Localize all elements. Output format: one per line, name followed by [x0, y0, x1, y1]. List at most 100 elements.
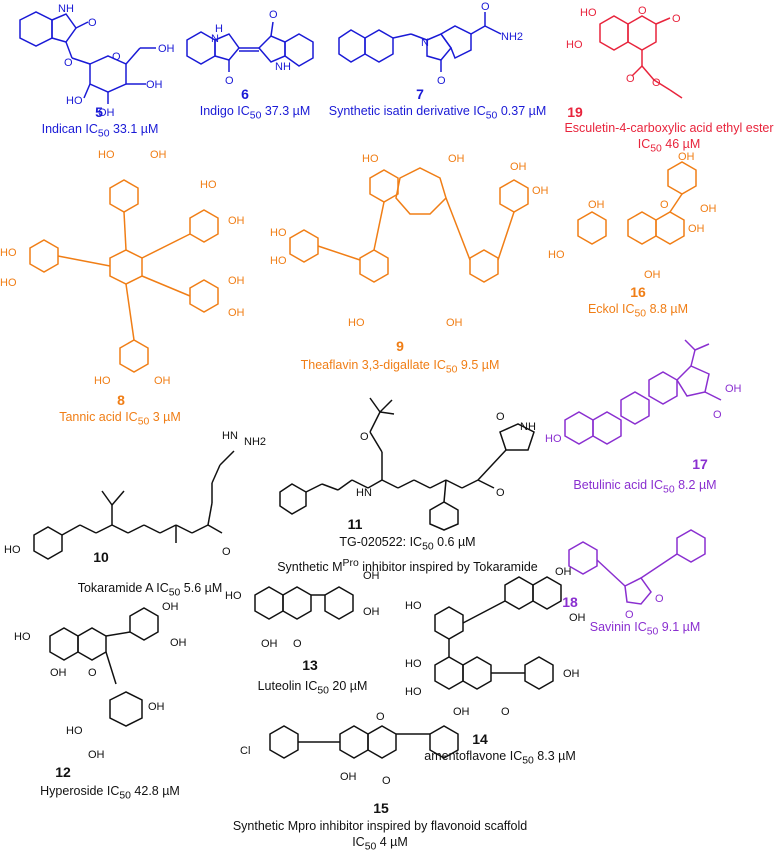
atom-label: HO — [270, 255, 287, 267]
atom-label: OH — [363, 606, 380, 618]
atom-label: HO — [362, 153, 379, 165]
atom-label: OH — [154, 375, 171, 387]
compound-label: Eckol IC50 8.8 µM — [587, 302, 689, 320]
compound-number: 13 — [302, 657, 318, 673]
compound-16: OH OH OH HO O OH OH 16 Eckol IC50 8.8 µM — [548, 150, 748, 335]
compound-12: HO OH OH OH O HO OH OH 12 Hyperoside IC5… — [0, 600, 230, 810]
atom-label: O — [88, 17, 97, 29]
compound-number: 5 — [95, 104, 103, 120]
structure-10: HN NH2 HO O — [4, 430, 266, 560]
structure-15: Cl O OH O — [240, 711, 459, 787]
compound-6: H N O O NH 6 Indigo IC50 37.3 µM — [175, 0, 335, 122]
atom-label: O — [672, 13, 681, 25]
compound-number: 6 — [241, 86, 249, 102]
atom-label: HO — [225, 590, 242, 602]
atom-label: OH — [228, 215, 245, 227]
atom-label: HO — [348, 317, 365, 329]
atom-label: O — [481, 1, 490, 13]
atom-label: OH — [446, 317, 463, 329]
compound-label: Theaflavin 3,3-digallate IC50 9.5 µM — [300, 358, 500, 376]
atom-label: OH — [228, 307, 245, 319]
atom-label: HO — [4, 544, 21, 556]
structure-7: N O NH2 O — [338, 1, 523, 87]
compound-number: 15 — [373, 800, 389, 816]
compound-number: 9 — [396, 338, 404, 354]
atom-label: HO — [405, 600, 422, 612]
structure-6: H N O O NH — [186, 9, 314, 87]
atom-label: OH — [158, 43, 175, 55]
compound-10: HN NH2 HO O 10 Tokaramide A IC50 5.6 µM — [0, 425, 270, 600]
compound-label: Luteolin IC50 20 µM — [257, 679, 368, 697]
compound-label: TG-020522: IC50 0.6 µM Synthetic MPro in… — [277, 535, 538, 574]
compound-label: Indigo IC50 37.3 µM — [199, 104, 311, 122]
compound-number: 17 — [692, 456, 708, 472]
atom-label: OH — [725, 383, 742, 395]
atom-label: O — [660, 199, 669, 211]
compound-number: 8 — [117, 392, 125, 408]
compound-label: Tokaramide A IC50 5.6 µM — [77, 581, 223, 599]
atom-label: OH — [448, 153, 465, 165]
compound-number: 12 — [55, 764, 71, 780]
atom-label: OH — [569, 612, 586, 624]
atom-label: HO — [548, 249, 565, 261]
atom-label: O — [496, 411, 505, 423]
atom-label: OH — [688, 223, 705, 235]
atom-label: OH — [510, 161, 527, 173]
atom-label: HO — [405, 658, 422, 670]
atom-label: O — [655, 593, 664, 605]
atom-label: O — [376, 711, 385, 723]
compound-label: amentoflavone IC50 8.3 µM — [424, 749, 576, 767]
atom-label: OH — [588, 199, 605, 211]
structure-18: O O — [568, 529, 706, 621]
atom-label: OH — [363, 570, 380, 582]
atom-label: HO — [0, 277, 17, 289]
atom-label: OH — [146, 79, 163, 91]
atom-label: O — [437, 75, 446, 87]
structure-19: HO HO O O O O — [566, 5, 683, 99]
compound-number: 10 — [93, 549, 109, 565]
atom-label: HO — [0, 247, 17, 259]
compound-number: 19 — [567, 104, 583, 120]
structure-9: HO HO HO OH OH OH HO OH — [270, 153, 549, 329]
compound-8: HO OH HO OH HO HO OH OH HO OH 8 Tannic a… — [0, 148, 270, 438]
atom-label: HO — [405, 686, 422, 698]
atom-label: O — [496, 487, 505, 499]
compound-13: HO OH OH OH O 13 Luteolin IC50 20 µM — [225, 565, 400, 710]
atom-label: OH — [555, 566, 572, 578]
compound-9: HO HO HO OH OH OH HO OH 9 Theaflavin 3,3… — [270, 148, 550, 408]
compound-14: HO HO HO OH OH OH OH O 14 amentoflavone … — [405, 565, 605, 775]
atom-label: OH — [453, 706, 470, 718]
atom-label: NH — [58, 3, 74, 15]
atom-label: O — [269, 9, 278, 21]
atom-label: OH — [678, 151, 695, 163]
atom-label: O — [652, 77, 661, 89]
atom-label: O — [293, 638, 302, 650]
atom-label: OH — [261, 638, 278, 650]
atom-label: HO — [98, 149, 115, 161]
structure-5: NH O O O OH OH OH HO — [19, 3, 175, 119]
compound-label: Savinin IC50 9.1 µM — [589, 620, 701, 638]
structure-13: HO OH OH OH O — [225, 570, 380, 650]
atom-label: HO — [94, 375, 111, 387]
atom-label: HO — [566, 39, 583, 51]
atom-label: O — [222, 546, 231, 558]
compound-18: O O 18 Savinin IC50 9.1 µM — [555, 520, 755, 660]
compound-19: HO HO O O O O 19 Esculetin-4-carboxylic … — [560, 0, 778, 155]
structure-14: HO HO HO OH OH OH OH O — [405, 566, 586, 718]
atom-label: OH — [700, 203, 717, 215]
atom-label: Cl — [240, 745, 250, 757]
compound-label: Hyperoside IC50 42.8 µM — [40, 784, 180, 802]
structure-11: O NH O O HN — [279, 397, 536, 531]
atom-label: HN — [222, 430, 238, 442]
structure-17: OH O HO — [545, 339, 742, 445]
atom-label: O — [626, 73, 635, 85]
compound-number: 18 — [562, 594, 578, 610]
atom-label: NH2 — [244, 436, 266, 448]
atom-label: OH — [563, 668, 580, 680]
compound-number: 11 — [347, 516, 363, 532]
atom-label: OH — [340, 771, 357, 783]
compound-7: N O NH2 O 7 Synthetic isatin derivative … — [325, 0, 550, 122]
atom-label: O — [88, 667, 97, 679]
atom-label: H — [215, 23, 223, 35]
atom-label: O — [382, 775, 391, 787]
